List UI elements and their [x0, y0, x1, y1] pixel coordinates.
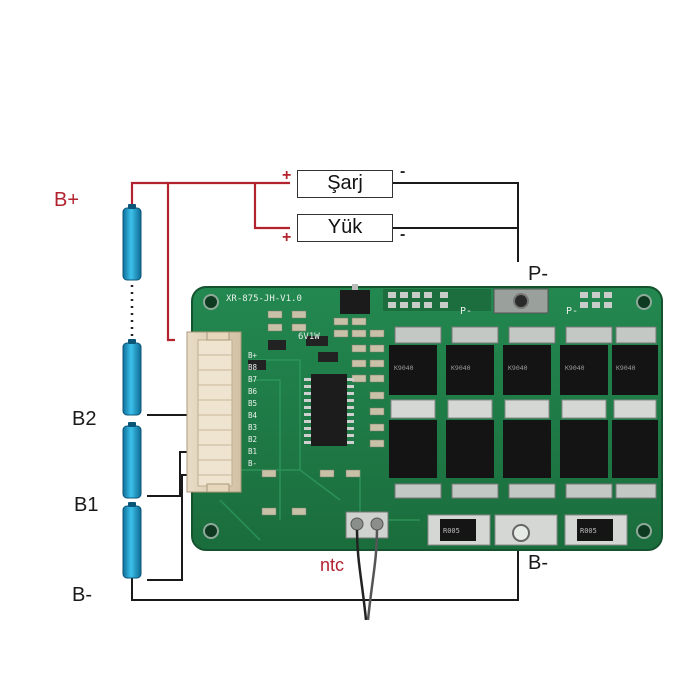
- pin-label: B3: [248, 423, 257, 432]
- mosfet-marking: K9040: [565, 364, 585, 372]
- connector-pin-labels: B+ B8 B7 B6 B5 B4 B3 B2 B1 B-: [248, 351, 258, 468]
- p-minus-pads: [383, 288, 612, 314]
- mosfet-marking: K9040: [616, 364, 636, 372]
- pin-label: B-: [248, 459, 257, 468]
- pcb-pad-label: P-: [566, 306, 578, 317]
- red-wires: [130, 181, 290, 342]
- mosfet-marking: K9040: [508, 364, 528, 372]
- charger-box: Şarj: [297, 170, 393, 198]
- resistor-marking: R005: [580, 527, 597, 535]
- p-minus-label: P-: [528, 263, 548, 285]
- battery-cells: [122, 204, 142, 579]
- load-box: Yük: [297, 214, 393, 242]
- ntc-connector: [345, 511, 389, 621]
- balance-connector: [186, 331, 242, 493]
- mosfet-column: [389, 326, 442, 499]
- mosfet-column: [503, 326, 556, 499]
- zener-marking: 6V1W: [298, 332, 320, 342]
- b-minus-right-label: B-: [528, 552, 548, 574]
- black-wires: [131, 182, 519, 601]
- mosfet-column: [446, 326, 499, 499]
- b-plus-label: B+: [54, 189, 80, 211]
- battery-cell: [122, 505, 142, 579]
- load-minus-sign: -: [400, 226, 406, 243]
- pin-label: B4: [248, 411, 258, 420]
- load-plus-sign: +: [282, 229, 292, 246]
- resistor-marking: R005: [443, 527, 460, 535]
- b-minus-left-label: B-: [72, 584, 92, 606]
- pcb-model-silkscreen: XR-875-JH-V1.0: [226, 294, 302, 304]
- battery-cell: [122, 342, 142, 416]
- ntc-label: ntc: [320, 555, 345, 575]
- battery-cell: [122, 207, 142, 281]
- pin-label: B5: [248, 399, 257, 408]
- pcb-regulator: [340, 290, 370, 314]
- b2-label: B2: [72, 408, 97, 430]
- b-minus-terminal: [512, 524, 530, 542]
- mosfet-array: [389, 326, 658, 499]
- pin-label: B1: [248, 447, 257, 456]
- protection-ic: [304, 374, 354, 446]
- pin-label: B8: [248, 363, 258, 372]
- smd-components: [248, 310, 385, 516]
- charger-plus-sign: +: [282, 167, 292, 184]
- pin-label: B2: [248, 435, 257, 444]
- pin-label: B+: [248, 351, 258, 360]
- sense-resistors: [427, 514, 628, 546]
- mosfet-column: [560, 326, 613, 499]
- pin-label: B6: [248, 387, 258, 396]
- mosfet-marking: K9040: [451, 364, 471, 372]
- mosfet-column: [612, 326, 658, 499]
- battery-cell: [122, 425, 142, 499]
- charger-minus-sign: -: [400, 163, 406, 180]
- pcb-pad-label: P-: [460, 306, 472, 317]
- resistor-markings: R005 R005: [443, 527, 597, 535]
- mosfet-marking: K9040: [394, 364, 414, 372]
- mosfet-markings: K9040 K9040 K9040 K9040 K9040: [394, 364, 636, 372]
- b1-label: B1: [74, 494, 99, 516]
- pin-label: B7: [248, 375, 257, 384]
